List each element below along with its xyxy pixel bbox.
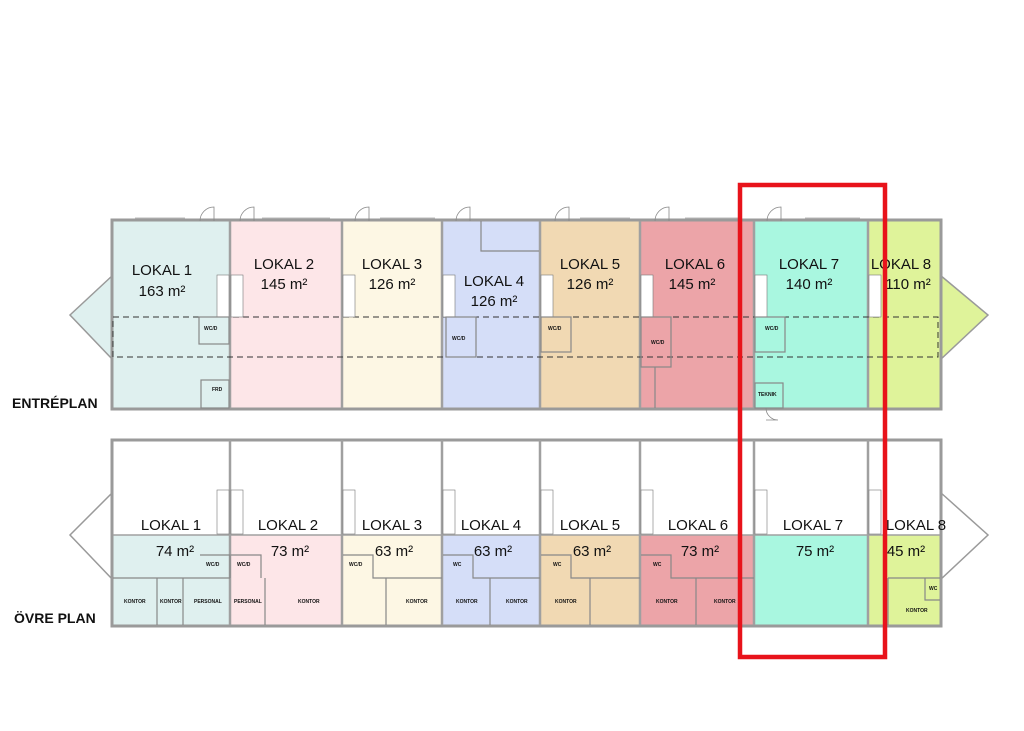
entry-unit-6-area: 145 m² — [669, 276, 716, 293]
entry-unit-6-name: LOKAL 6 — [665, 256, 725, 273]
upper-unit-4-area: 63 m² — [474, 543, 512, 560]
entry-wcd-4: WC/D — [452, 336, 466, 342]
entry-unit-4-name: LOKAL 4 — [464, 273, 524, 290]
upper-personal-1: PERSONAL — [194, 599, 222, 605]
upper-kontor-5: KONTOR — [555, 599, 577, 605]
upper-gable-right — [939, 490, 990, 582]
upper-unit-2-area: 73 m² — [271, 543, 309, 560]
upper-unit-3-name: LOKAL 3 — [362, 517, 422, 534]
entry-unit-4-area: 126 m² — [471, 293, 518, 310]
upper-unit-7-name: LOKAL 7 — [783, 517, 843, 534]
upper-outer-wall — [110, 438, 943, 628]
entry-unit-1 — [113, 221, 230, 408]
highlight-frame-lokal-7 — [737, 182, 888, 660]
entry-unit-5-name: LOKAL 5 — [560, 256, 620, 273]
entry-wcd-5: WC/D — [548, 326, 562, 332]
upper-unit-8 — [868, 535, 940, 625]
entry-unit-2 — [230, 221, 342, 408]
upper-unit-8-name: LOKAL 8 — [886, 517, 946, 534]
upper-wcd-1: WC/D — [206, 562, 220, 568]
upper-floor-title: ÖVRE PLAN — [14, 610, 96, 626]
upper-rooms — [113, 554, 940, 625]
upper-wc-5: WC — [553, 562, 562, 568]
upper-attic — [113, 440, 940, 535]
upper-gable-left — [68, 490, 114, 582]
upper-kontor-4a: KONTOR — [456, 599, 478, 605]
entry-unit-3 — [342, 221, 442, 408]
upper-unit-3 — [342, 535, 442, 625]
entry-unit-5 — [540, 221, 640, 408]
entry-unit-8-area: 110 m² — [885, 276, 931, 293]
entry-unit-7-area: 140 m² — [786, 276, 833, 293]
upper-unit-1 — [113, 535, 230, 625]
upper-kontor-6b: KONTOR — [714, 599, 736, 605]
entry-unit-6 — [640, 221, 754, 408]
upper-kontor-4b: KONTOR — [506, 599, 528, 605]
upper-unit-3-area: 63 m² — [375, 543, 413, 560]
upper-unit-6-area: 73 m² — [681, 543, 719, 560]
upper-kontor-2: KONTOR — [298, 599, 320, 605]
upper-wcd-3: WC/D — [349, 562, 363, 568]
entry-wcd-6: WC/D — [651, 340, 665, 346]
entry-unit-4 — [442, 221, 540, 408]
upper-kontor-3: KONTOR — [406, 599, 428, 605]
entry-unit-3-area: 126 m² — [369, 276, 416, 293]
upper-wc-6: WC — [653, 562, 662, 568]
entry-outer-wall — [110, 218, 943, 411]
entry-doors — [199, 206, 782, 421]
upper-unit-6 — [640, 535, 754, 625]
entry-floor-title: ENTRÉPLAN — [12, 395, 98, 411]
upper-kontor-8: KONTOR — [906, 608, 928, 614]
entry-unit-5-area: 126 m² — [567, 276, 614, 293]
entry-partitions — [228, 221, 870, 408]
upper-partitions — [228, 440, 870, 625]
upper-unit-8-area: 45 m² — [887, 543, 925, 560]
entry-unit-2-area: 145 m² — [261, 276, 308, 293]
entry-floor: ENTRÉPLAN LOKAL 1 163 m² LOKAL 2 145 m² … — [12, 206, 990, 421]
entry-teknik: TEKNIK — [758, 392, 777, 398]
entry-unit-7 — [754, 221, 868, 408]
upper-unit-7-area: 75 m² — [796, 543, 834, 560]
entry-unit-1-name: LOKAL 1 — [132, 262, 192, 279]
entry-frd: FRD — [212, 387, 223, 393]
entry-unit-8-name: LOKAL 8 — [871, 256, 931, 273]
entry-wc-rooms — [198, 221, 786, 409]
upper-personal-2: PERSONAL — [234, 599, 262, 605]
upper-unit-1-area: 74 m² — [156, 543, 194, 560]
entry-wcd-7: WC/D — [765, 326, 779, 332]
upper-kontor-1b: KONTOR — [160, 599, 182, 605]
entry-unit-3-name: LOKAL 3 — [362, 256, 422, 273]
upper-unit-5-name: LOKAL 5 — [560, 517, 620, 534]
upper-kontor-6a: KONTOR — [656, 599, 678, 605]
upper-wc-8: WC — [929, 586, 938, 592]
upper-unit-2-name: LOKAL 2 — [258, 517, 318, 534]
entry-unit-1-area: 163 m² — [139, 283, 186, 300]
upper-unit-4-name: LOKAL 4 — [461, 517, 521, 534]
entry-stairs — [216, 274, 882, 318]
upper-wc-4: WC — [453, 562, 462, 568]
upper-wcd-2: WC/D — [237, 562, 251, 568]
entry-wcd-1: WC/D — [204, 326, 218, 332]
upper-stairs — [216, 489, 882, 535]
entry-unit-2-name: LOKAL 2 — [254, 256, 314, 273]
entry-dashed-outline — [112, 316, 939, 358]
entry-gable-right — [939, 273, 990, 362]
upper-floor: ÖVRE PLAN LOKAL 1 74 m² LOKAL 2 73 m² LO… — [14, 438, 990, 628]
upper-unit-4 — [442, 535, 540, 625]
upper-unit-1-name: LOKAL 1 — [141, 517, 201, 534]
entry-unit-7-name: LOKAL 7 — [779, 256, 839, 273]
upper-unit-7 — [754, 535, 868, 625]
upper-unit-6-name: LOKAL 6 — [668, 517, 728, 534]
entry-gable-left — [68, 273, 114, 362]
upper-unit-2 — [230, 535, 342, 625]
upper-kontor-1a: KONTOR — [124, 599, 146, 605]
upper-unit-5-area: 63 m² — [573, 543, 611, 560]
